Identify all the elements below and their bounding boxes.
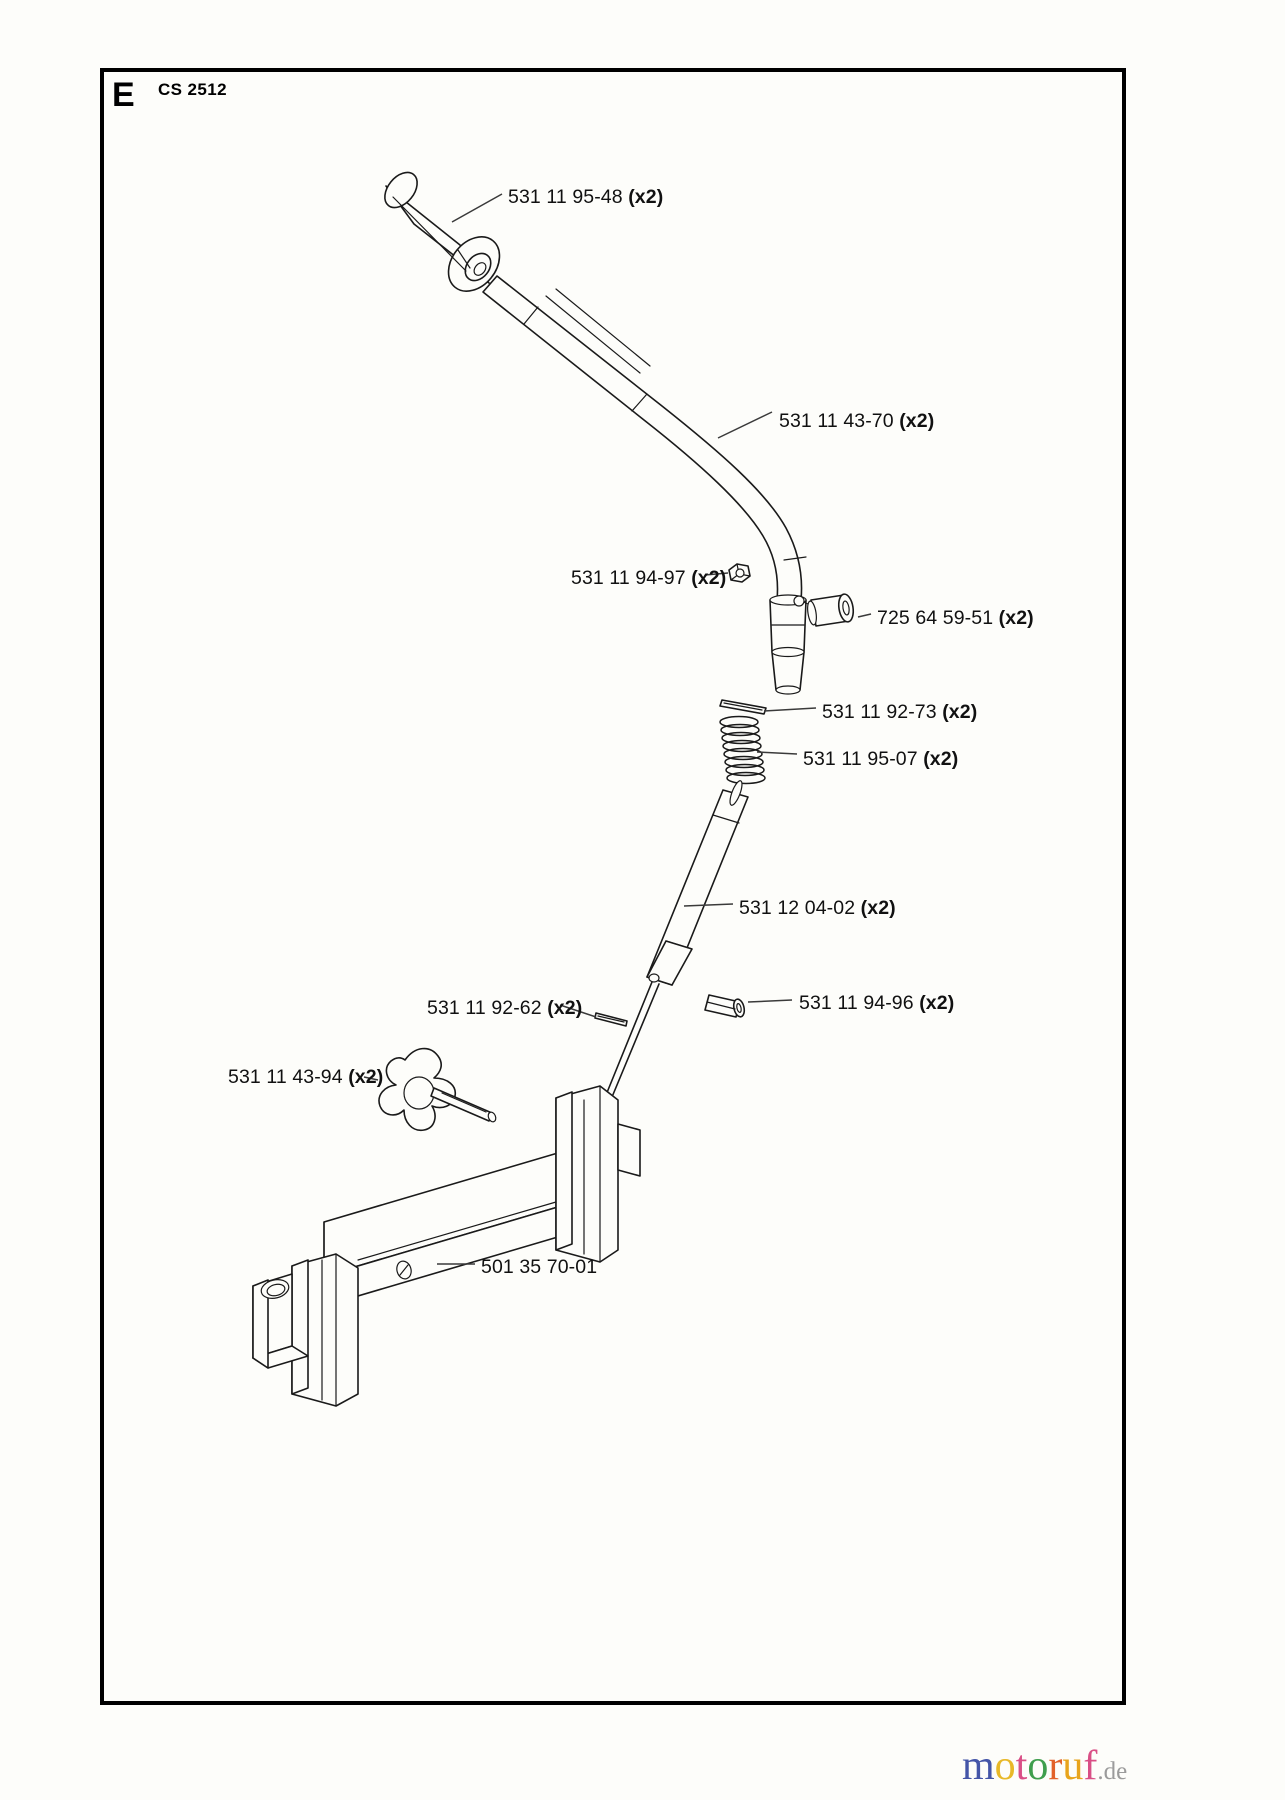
part-number: 531 11 43-70 — [779, 410, 894, 432]
part-number: 531 11 92-73 — [822, 701, 937, 723]
part-label-upper-washer: 531 11 92-73 (x2) — [822, 701, 977, 724]
part-qty: (x2) — [691, 567, 727, 589]
diagram-frame-border — [100, 68, 1126, 1705]
part-number: 531 11 92-62 — [427, 997, 542, 1019]
part-qty: (x2) — [899, 410, 935, 432]
section-letter: E — [112, 76, 135, 114]
part-number: 531 11 94-96 — [799, 992, 914, 1014]
watermark-letter-m: m — [962, 1743, 995, 1789]
part-qty: (x2) — [348, 1066, 384, 1088]
watermark-letter-r: r — [1048, 1743, 1063, 1789]
model-code: CS 2512 — [158, 80, 227, 99]
part-number: 501 35 70-01 — [481, 1256, 598, 1278]
part-qty: (x2) — [923, 748, 959, 770]
part-label-lower-washer: 531 11 92-62 (x2) — [427, 997, 582, 1020]
motoruf-watermark: motoruf.de — [962, 1742, 1127, 1790]
part-label-compression-spring: 531 11 95-07 (x2) — [803, 748, 958, 771]
part-number: 531 11 94-97 — [571, 567, 686, 589]
watermark-letter-u: u — [1062, 1743, 1084, 1789]
part-number: 531 12 04-02 — [739, 897, 856, 919]
part-number: 531 11 43-94 — [228, 1066, 343, 1088]
part-qty: (x2) — [860, 897, 896, 919]
part-label-pivot-pin: 531 11 94-96 (x2) — [799, 992, 954, 1015]
part-label-handle-grip: 531 11 95-48 (x2) — [508, 186, 663, 209]
part-number: 725 64 59-51 — [877, 607, 994, 629]
watermark-letter-o1: o — [994, 1743, 1016, 1789]
part-label-star-knob: 531 11 43-94 (x2) — [228, 1066, 383, 1089]
part-qty: (x2) — [547, 997, 583, 1019]
watermark-suffix: .de — [1097, 1758, 1128, 1785]
watermark-letter-f: f — [1083, 1743, 1098, 1789]
part-label-shoulder-bolt: 725 64 59-51 (x2) — [877, 607, 1034, 630]
part-qty: (x2) — [998, 607, 1034, 629]
part-number: 531 11 95-07 — [803, 748, 918, 770]
part-label-upper-handle-bar: 531 11 43-70 (x2) — [779, 410, 934, 433]
part-qty: (x2) — [942, 701, 978, 723]
part-qty: (x2) — [628, 186, 664, 208]
part-qty: (x2) — [919, 992, 955, 1014]
watermark-letter-t: t — [1015, 1743, 1028, 1789]
watermark-letter-o2: o — [1027, 1743, 1049, 1789]
part-label-base-frame: 501 35 70-01 — [481, 1256, 597, 1279]
part-label-lower-handle-tube: 531 12 04-02 (x2) — [739, 897, 896, 920]
part-number: 531 11 95-48 — [508, 186, 623, 208]
part-label-lock-nut: 531 11 94-97 (x2) — [571, 567, 726, 590]
